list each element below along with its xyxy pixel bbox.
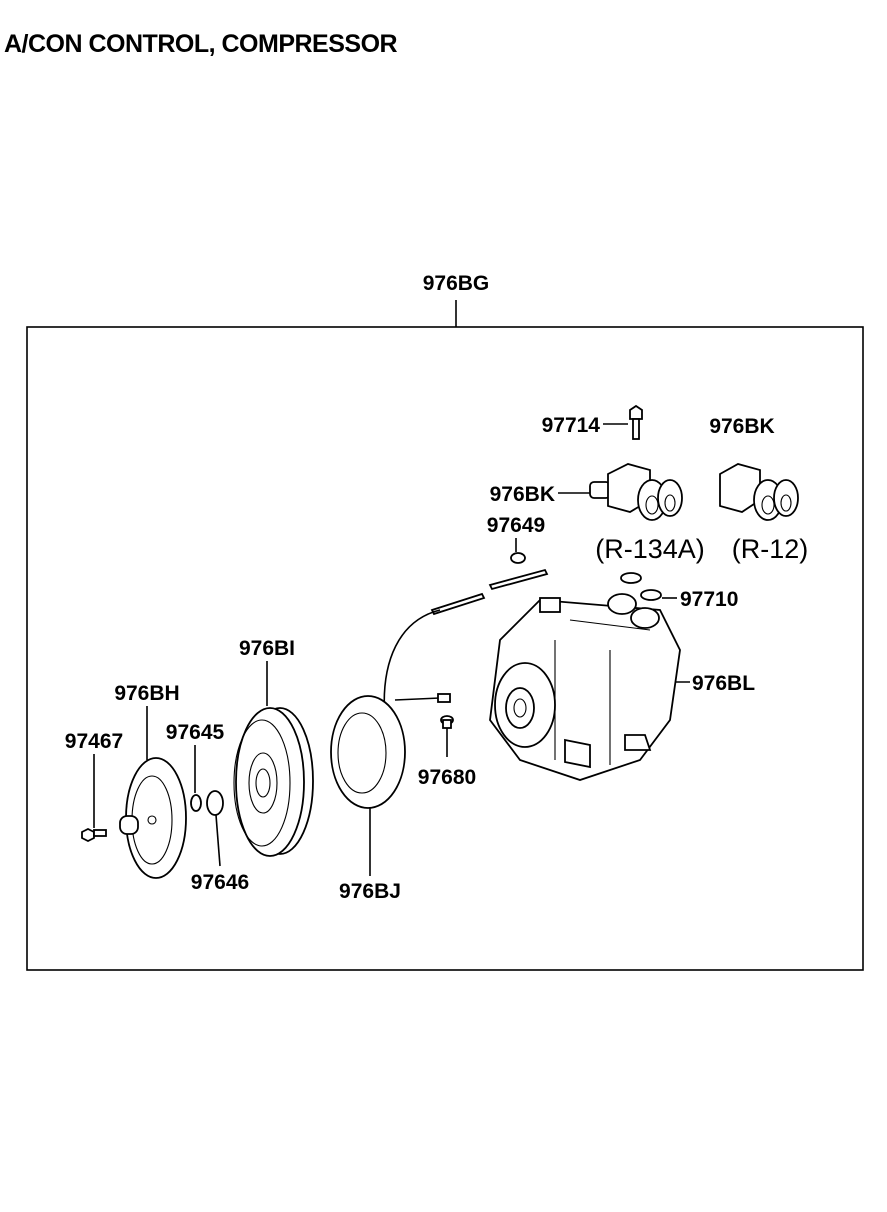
label-bolt-top: 97714 <box>542 414 601 437</box>
connector-pins-icon <box>430 568 549 616</box>
label-shim: 97645 <box>166 721 225 744</box>
label-hub: 976BH <box>114 682 179 705</box>
label-pulley: 976BI <box>239 637 295 660</box>
compressor-icon <box>489 593 681 781</box>
label-compressor: 976BL <box>692 672 755 695</box>
screw-icon <box>440 715 454 729</box>
label-switch-r134a: 976BK <box>490 483 555 506</box>
hub-bolt-icon <box>81 827 107 843</box>
pressure-switch-r134a-icon <box>589 463 683 521</box>
label-clip: 97649 <box>487 514 545 537</box>
label-oring: 97710 <box>680 588 738 611</box>
shim-icon <box>190 794 202 812</box>
field-coil-icon <box>330 695 406 809</box>
pressure-switch-r12-icon <box>719 463 799 521</box>
coil-wire-icon <box>383 609 451 721</box>
hub-plate-icon <box>119 757 187 879</box>
snap-ring-icon <box>206 790 224 816</box>
label-coil: 976BJ <box>339 880 401 903</box>
variant-r134a: (R-134A) <box>595 534 705 564</box>
page-title: A/CON CONTROL, COMPRESSOR <box>4 30 398 58</box>
label-screw: 97680 <box>418 766 476 789</box>
pulley-icon <box>233 707 314 857</box>
variant-r12: (R-12) <box>732 534 809 564</box>
label-bolt-hub: 97467 <box>65 730 123 753</box>
leader-snap-ring <box>215 814 221 867</box>
clip-icon <box>510 552 526 564</box>
o-rings-icon <box>620 572 662 601</box>
label-assembly: 976BG <box>423 272 490 295</box>
label-snap-ring: 97646 <box>191 871 249 894</box>
bolt-top-icon <box>629 404 643 440</box>
assembly-frame <box>26 326 864 971</box>
label-switch-r12: 976BK <box>709 415 774 438</box>
